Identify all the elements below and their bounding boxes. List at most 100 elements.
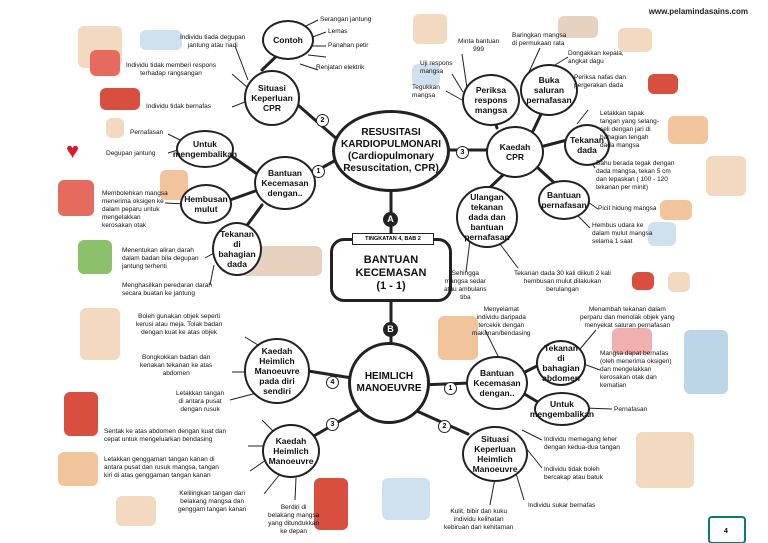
illustration-grip	[116, 496, 156, 526]
label-bantuan-heimlich-1: Menyelamat individu daripada tercekik de…	[472, 306, 531, 337]
node-heimlich-main: HEIMLICH MANOEUVRE	[348, 342, 430, 424]
node-untuk-mengembalikan-heimlich: Untuk mengembalikan	[530, 392, 594, 426]
illustration-call-help	[413, 14, 447, 44]
node-kaedah-heimlich-sendiri: Kaedah Heimlich Manoeuvre pada diri send…	[244, 338, 310, 404]
label-situasi-heimlich-4: Kulit, bibir dan kuku individu kelihatan…	[444, 508, 514, 531]
chapter-tag: TINGKATAN 4, BAB 2	[352, 233, 434, 245]
label-situasi-1: Individu tiada degupan jantung atau nadi	[180, 34, 246, 49]
center-title: BANTUAN KECEMASAN (1 - 1)	[355, 254, 427, 292]
label-situasi-3: Individu tidak bernafas	[146, 103, 212, 110]
illustration-repeat	[668, 272, 690, 292]
node-tekanan-bahagian: Tekanan di bahagian dada	[212, 222, 262, 276]
badge-number: 4	[326, 376, 339, 389]
illustration-check-victim	[412, 64, 440, 86]
label-contoh-2: Lemas	[328, 28, 348, 35]
illustration-airway-diagram	[684, 330, 728, 394]
label-kembali-2: Degupan jantung	[106, 150, 156, 157]
label-periksa-1: Minta bantuan 999	[458, 38, 500, 53]
node-periksa: Periksa respons mangsa	[462, 74, 520, 126]
label-tekanan-2: Bahu berada tegak dengan dada mangsa, te…	[596, 160, 675, 191]
node-situasi-heimlich: Situasi Keperluan Heimlich Manoeuvre	[462, 426, 528, 482]
label-contoh-4: Renjatan elektrik	[316, 64, 365, 71]
label-periksa-2: Uji respons mangsa	[420, 60, 453, 75]
label-sendiri-1: Boleh gunakan objek seperti kerusi atau …	[136, 313, 223, 336]
badge-number: 3	[326, 418, 339, 431]
node-contoh: Contoh	[262, 20, 314, 60]
badge-number: 1	[444, 382, 457, 395]
label-kembali-1: Pernafasan	[130, 129, 164, 136]
illustration-first-aider	[90, 50, 120, 76]
illustration-lungs	[612, 328, 652, 354]
illustration-ambulance	[632, 272, 654, 290]
page-number: 4	[724, 528, 728, 535]
node-untuk-mengembalikan-cpr: Untuk mengembalikan	[173, 130, 237, 168]
badge-number: 1	[312, 165, 325, 178]
node-bantuan-pernafasan: Bantuan pernafasan	[538, 180, 590, 220]
section-marker-a: A	[383, 212, 398, 227]
center-topic-box	[330, 238, 452, 302]
illustration-pinch-nose	[660, 200, 692, 220]
badge-number: 2	[316, 114, 329, 127]
label-situasi-heimlich-2: Individu tidak boleh bercakap atau batuk	[544, 466, 603, 481]
illustration-choking-man	[636, 432, 694, 488]
label-situasi-heimlich-3: Individu sukar bernafas	[528, 502, 596, 509]
node-cpr-main: RESUSITASI KARDIOPULMONARI (Cardiopulmon…	[332, 110, 450, 192]
illustration-choking-woman	[438, 316, 478, 360]
label-pernafasan-1: Picit hidung mangsa	[598, 205, 657, 212]
illustration-rescue-breath	[648, 222, 676, 246]
label-kaedah-heimlich-4: Kelilingkan tangan dari belakang mangsa …	[178, 490, 247, 513]
node-buka: Buka saluran pernafasan	[520, 64, 578, 116]
node-bantuan-heimlich: Bantuan Kecemasan dengan..	[466, 356, 528, 410]
label-ulangan-1: Sehingga mangsa sedar atau ambulans tiba	[444, 270, 487, 301]
label-kembali-heimlich-1: Pernafasan	[614, 406, 648, 413]
section-marker-b: B	[383, 322, 398, 337]
illustration-victim-lying	[140, 30, 182, 50]
illustration-behind-victim	[314, 478, 348, 530]
label-buka-3: Periksa nafas dan pergerakan dada	[574, 74, 627, 89]
illustration-tilt-head	[618, 28, 652, 52]
illustration-check-breath	[648, 74, 678, 94]
label-sendiri-2: Bongkokkan badan dan kenakan tekanan ke …	[140, 354, 213, 377]
illustration-choking-boy	[64, 392, 98, 436]
node-hembusan: Hembusan mulut	[180, 184, 232, 224]
label-periksa-3: Tegukkan mangsa	[412, 84, 440, 99]
label-buka-2: Dongakkan kepala, angkat dagu	[568, 50, 624, 65]
node-tekanan-abdomen: Tekanan di bahagian abdomen	[536, 340, 586, 386]
illustration-fist-position	[58, 452, 98, 486]
label-abdomen-1: Menambah tekanan dalam perparu dan menol…	[580, 306, 675, 329]
label-contoh-1: Serangan jantung	[320, 16, 372, 23]
label-kaedah-heimlich-3: Letakkan genggaman tangan kanan di antar…	[104, 456, 219, 479]
illustration-mouth-to-mouth	[58, 180, 94, 216]
illustration-unconscious	[100, 88, 140, 110]
illustration-hand-position	[668, 116, 708, 144]
label-hembus-1: Membolehkan mangsa menerima oksigen ke d…	[102, 190, 168, 229]
label-kaedah-heimlich-1: Letakkan tangan di antara pusat dengan r…	[176, 390, 225, 413]
label-abdomen-2: Mangsa dapat bernafas (oleh menerima oks…	[600, 350, 672, 389]
label-ulangan-2: Tekanan dada 30 kali diikuti 2 kali hemb…	[514, 270, 611, 293]
site-url: www.pelamindasains.com	[648, 7, 748, 16]
label-tekanan-1: Letakkan tapak tangan yang selang- seli …	[600, 110, 659, 149]
badge-number: 3	[456, 146, 469, 159]
node-kaedah-cpr: Kaedah CPR	[486, 126, 544, 178]
label-kaedah-heimlich-2: Sentak ke atas abdomen dengan kuat dan c…	[104, 428, 227, 443]
label-contoh-3: Panahan petir	[328, 42, 369, 49]
node-tekanan-dada: Tekanan dada	[564, 124, 610, 166]
node-kaedah-heimlich: Kaedah Heimlich Manoeuvre	[262, 424, 320, 478]
label-pernafasan-2: Hembus udara ke dalam mulut mangsa selam…	[592, 222, 653, 245]
label-kaedah-heimlich-5: Berdiri di belakang mangsa yang ditunduk…	[268, 504, 320, 535]
illustration-lay-flat	[558, 16, 598, 38]
illustration-compress	[706, 156, 746, 196]
label-situasi-2: Individu tidak memberi respons terhadap …	[126, 62, 216, 77]
illustration-self-heimlich	[80, 308, 120, 360]
illustration-blue-face	[382, 478, 430, 520]
label-situasi-heimlich-1: Individu memegang leher dengan kedua-dua…	[544, 436, 620, 451]
node-situasi-cpr: Situasi Keperluan CPR	[244, 70, 300, 126]
label-tekan-2: Menghasilkan peredaran darah secara buat…	[122, 282, 212, 297]
node-ulangan: Ulangan tekanan dada dan bantuan pernafa…	[456, 186, 518, 248]
label-tekan-1: Menentukan aliran darah dalam badan bila…	[122, 247, 199, 270]
illustration-chest-compression	[78, 240, 112, 274]
heart-icon: ♥	[66, 138, 80, 163]
node-bantuan-cpr: Bantuan Kecemasan dengan..	[254, 156, 316, 210]
illustration-breathing	[106, 118, 124, 138]
